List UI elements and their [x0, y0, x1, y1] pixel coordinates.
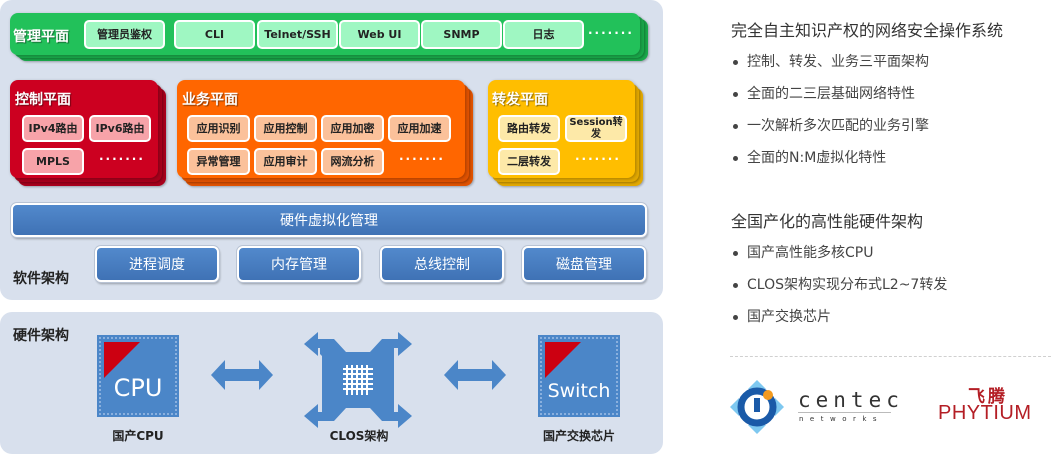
subsystem-process-scheduling: 进程调度	[95, 246, 219, 282]
cpu-chip-icon: CPU	[97, 335, 179, 417]
feature-bullet: 国产交换芯片	[733, 307, 947, 339]
feature-bullet: CLOS架构实现分布式L2~7转发	[733, 275, 947, 307]
fwd-item-route: 路由转发	[498, 115, 560, 142]
biz-item-netflow: 网流分析	[321, 148, 384, 175]
forwarding-plane-front: 转发平面 路由转发 Session转发 二层转发 ·······	[488, 80, 635, 178]
feature-heading-os: 完全自主知识产权的网络安全操作系统	[731, 21, 1004, 40]
clos-architecture-icon	[304, 332, 412, 428]
ctrl-item-ipv4: IPv4路由	[22, 115, 84, 142]
chip-corner-mark	[545, 342, 581, 378]
section-divider	[730, 356, 1051, 357]
ctrl-item-ipv6: IPv6路由	[89, 115, 151, 142]
subsystem-disk-management: 磁盘管理	[522, 246, 646, 282]
bidirectional-arrow-icon	[444, 360, 506, 390]
biz-item-app-accelerate: 应用加速	[388, 115, 451, 142]
mgmt-item-cli: CLI	[174, 20, 255, 49]
cpu-caption: 国产CPU	[112, 429, 164, 443]
fwd-item-l2: 二层转发	[498, 148, 560, 175]
forwarding-plane-title: 转发平面	[492, 92, 548, 108]
biz-item-app-identify: 应用识别	[187, 115, 250, 142]
biz-item-app-control: 应用控制	[254, 115, 317, 142]
business-plane-title: 业务平面	[182, 92, 238, 108]
mgmt-item-web-ui: Web UI	[339, 20, 420, 49]
switch-caption: 国产交换芯片	[542, 429, 615, 443]
chip-corner-mark	[104, 342, 140, 378]
forwarding-plane: 转发平面 路由转发 Session转发 二层转发 ·······	[488, 80, 643, 187]
software-arch-label: 软件架构	[13, 271, 69, 287]
management-plane-front: 管理平面 管理员鉴权 CLI Telnet/SSH Web UI SNMP 日志…	[10, 13, 640, 55]
centec-logo-icon	[730, 380, 784, 434]
feature-bullet: 国产高性能多核CPU	[733, 243, 947, 275]
phytium-logo-en: PHYTIUM	[938, 402, 1032, 424]
switch-chip-icon: Switch	[538, 335, 620, 417]
business-plane-front: 业务平面 应用识别 应用控制 应用加密 应用加速 异常管理 应用审计 网流分析 …	[177, 80, 465, 178]
biz-item-anomaly: 异常管理	[187, 148, 250, 175]
mgmt-item-snmp: SNMP	[421, 20, 502, 49]
business-plane: 业务平面 应用识别 应用控制 应用加密 应用加速 异常管理 应用审计 网流分析 …	[177, 80, 474, 187]
feature-bullet: 一次解析多次匹配的业务引擎	[733, 116, 929, 148]
ctrl-item-mpls: MPLS	[22, 148, 84, 175]
control-plane: 控制平面 IPv4路由 IPv6路由 MPLS ·······	[10, 80, 167, 187]
hardware-arch-label: 硬件架构	[13, 328, 69, 344]
centec-logo-text: centec	[798, 388, 904, 412]
feature-bullet: 控制、转发、业务三平面架构	[733, 52, 929, 84]
control-plane-title: 控制平面	[15, 92, 71, 108]
clos-caption: CLOS架构	[329, 429, 389, 443]
hw-virtualization-bar: 硬件虚拟化管理	[11, 203, 647, 237]
mgmt-item-log: 日志	[503, 20, 584, 49]
phytium-logo-cn: 飞腾	[968, 387, 1008, 407]
subsystem-memory-management: 内存管理	[237, 246, 361, 282]
management-plane: 管理平面 管理员鉴权 CLI Telnet/SSH Web UI SNMP 日志…	[10, 13, 650, 61]
subsystem-bus-control: 总线控制	[380, 246, 504, 282]
cpu-chip-text: CPU	[113, 374, 163, 402]
centec-logo-line	[798, 412, 891, 413]
ctrl-more-dots: ·······	[99, 152, 145, 166]
fwd-more-dots: ·······	[575, 152, 621, 166]
biz-more-dots: ·······	[399, 152, 445, 166]
control-plane-front: 控制平面 IPv4路由 IPv6路由 MPLS ·······	[10, 80, 158, 178]
biz-item-app-audit: 应用审计	[254, 148, 317, 175]
mgmt-item-admin-auth: 管理员鉴权	[84, 20, 165, 49]
management-plane-title: 管理平面	[13, 29, 69, 45]
bidirectional-arrow-icon	[211, 360, 273, 390]
software-architecture-panel: 管理平面 管理员鉴权 CLI Telnet/SSH Web UI SNMP 日志…	[0, 0, 663, 300]
switch-chip-text: Switch	[547, 380, 611, 402]
feature-heading-hardware: 全国产化的高性能硬件架构	[731, 212, 924, 231]
mgmt-more-dots: ·······	[588, 26, 634, 40]
hardware-architecture-panel: 硬件架构 CPU 国产CPU	[0, 312, 663, 454]
centec-logo-subtext: networks	[799, 415, 884, 423]
biz-item-app-encrypt: 应用加密	[321, 115, 384, 142]
feature-list-hardware: 国产高性能多核CPU CLOS架构实现分布式L2~7转发 国产交换芯片	[733, 243, 947, 339]
fwd-item-session: Session转发	[565, 115, 627, 142]
feature-list-os: 控制、转发、业务三平面架构 全面的二三层基础网络特性 一次解析多次匹配的业务引擎…	[733, 52, 929, 180]
mgmt-item-telnet-ssh: Telnet/SSH	[257, 20, 338, 49]
feature-bullet: 全面的N:M虚拟化特性	[733, 148, 929, 180]
feature-bullet: 全面的二三层基础网络特性	[733, 84, 929, 116]
